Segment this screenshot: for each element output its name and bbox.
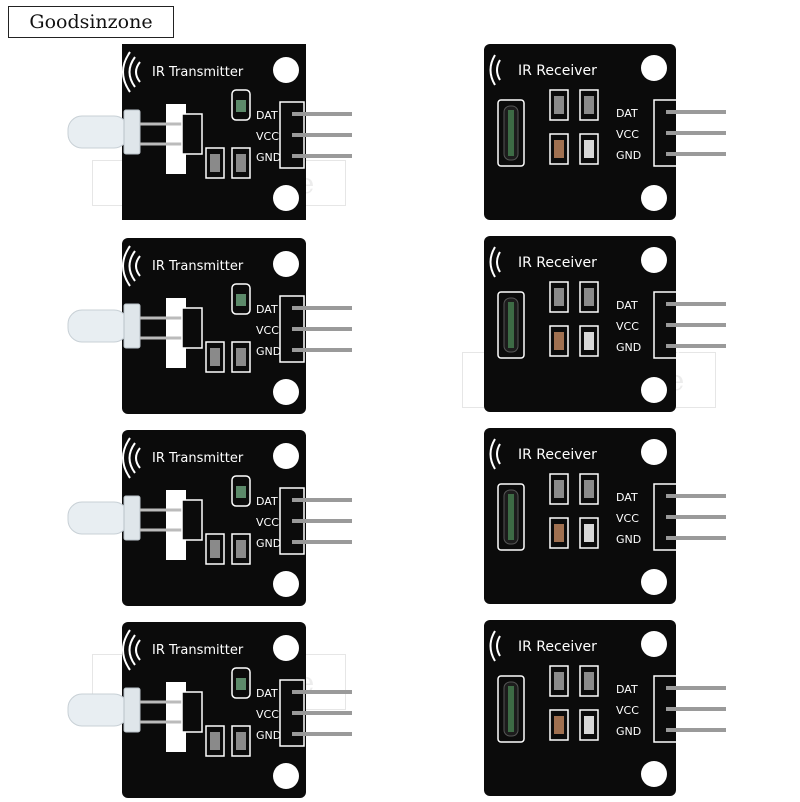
signal-waves-icon [122, 437, 141, 479]
ir-led [67, 115, 129, 149]
mount-hole [273, 57, 299, 83]
pin-label-vcc: VCC [616, 128, 639, 141]
module-title: IR Transmitter [152, 65, 244, 80]
pin-label-dat: DAT [256, 109, 278, 122]
resistor [579, 89, 599, 121]
signal-waves-icon [122, 629, 141, 671]
ir-receiver-sensor [497, 99, 525, 167]
pin-label-dat: DAT [256, 303, 278, 316]
ir-receiver-module: IR Receiver DAT VCC GND [484, 236, 734, 416]
ir-transmitter-module: IR Transmitter DAT VCC GND [66, 622, 366, 802]
signal-waves-icon [122, 245, 141, 287]
pin-label-vcc: VCC [256, 324, 279, 337]
ir-receiver-module: IR Receiver DAT VCC GND [484, 428, 734, 608]
pin-label-dat: DAT [616, 683, 638, 696]
signal-waves-icon [122, 51, 141, 93]
mount-hole [641, 55, 667, 81]
ir-receiver-module: IR Receiver DAT VCC GND [484, 620, 734, 800]
capacitor [549, 133, 569, 165]
signal-waves-icon [489, 438, 501, 470]
resistor [231, 147, 251, 179]
ir-transmitter-module: IR Transmitter DAT VCC GND [66, 44, 366, 224]
pin-label-dat: DAT [256, 495, 278, 508]
signal-waves-icon [489, 630, 501, 662]
module-title: IR Receiver [518, 255, 597, 271]
signal-waves-icon [489, 54, 501, 86]
module-title: IR Receiver [518, 447, 597, 463]
pin-label-gnd: GND [256, 151, 281, 164]
module-title: IR Transmitter [152, 643, 244, 658]
pin-label-vcc: VCC [256, 708, 279, 721]
resistor [205, 147, 225, 179]
pin-label-vcc: VCC [616, 704, 639, 717]
pin-label-gnd: GND [616, 725, 641, 738]
module-title: IR Receiver [518, 63, 597, 79]
pin-label-vcc: VCC [256, 130, 279, 143]
pin-label-gnd: GND [256, 537, 281, 550]
pcb-board [484, 44, 676, 220]
smd-led [231, 89, 251, 121]
mount-hole [641, 185, 667, 211]
pin-label-vcc: VCC [616, 320, 639, 333]
smd-led [579, 133, 599, 165]
signal-waves-icon [489, 246, 501, 278]
mount-hole [273, 185, 299, 211]
pin-label-gnd: GND [616, 341, 641, 354]
pin-label-gnd: GND [256, 345, 281, 358]
ir-transmitter-module: IR Transmitter DAT VCC GND [66, 238, 366, 418]
pin-label-dat: DAT [616, 299, 638, 312]
ir-transmitter-module: IR Transmitter DAT VCC GND [66, 430, 366, 610]
brand-label: Goodsinzone [8, 6, 174, 38]
pin-label-gnd: GND [616, 533, 641, 546]
module-title: IR Transmitter [152, 259, 244, 274]
resistor [549, 89, 569, 121]
pin-label-dat: DAT [616, 491, 638, 504]
module-title: IR Transmitter [152, 451, 244, 466]
pin-label-gnd: GND [616, 149, 641, 162]
pin-label-dat: DAT [616, 107, 638, 120]
pin-label-vcc: VCC [256, 516, 279, 529]
pin-label-gnd: GND [256, 729, 281, 742]
pin-label-vcc: VCC [616, 512, 639, 525]
module-title: IR Receiver [518, 639, 597, 655]
ir-receiver-module: IR Receiver DAT VCC GND [484, 44, 734, 224]
pin-label-dat: DAT [256, 687, 278, 700]
